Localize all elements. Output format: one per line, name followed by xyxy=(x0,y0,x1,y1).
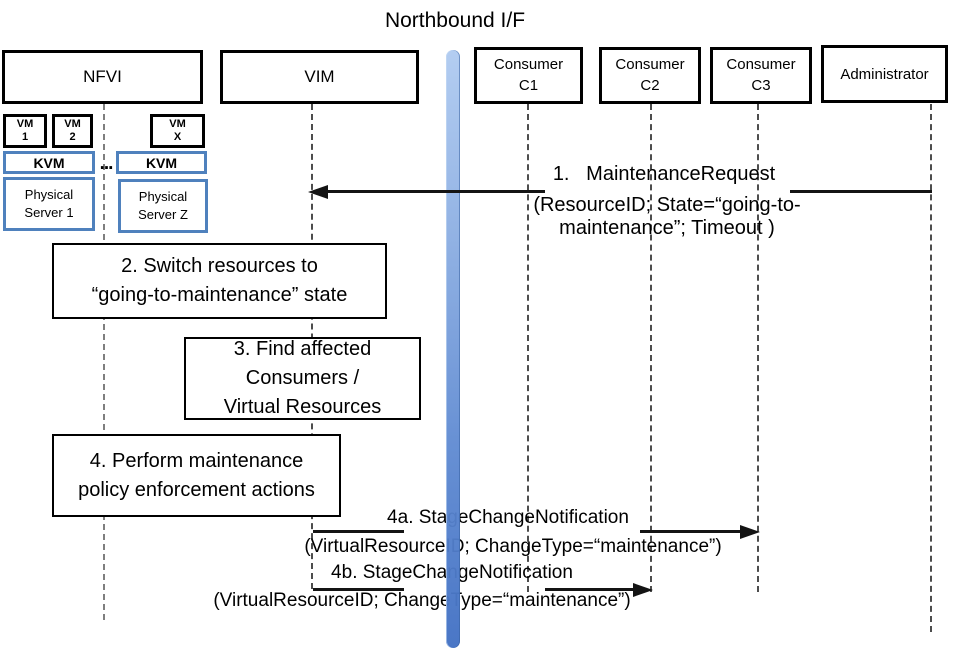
actor-consumer-c3: Consumer C3 xyxy=(710,47,812,104)
kvm-1-label: KVM xyxy=(33,154,65,171)
message-1-label: 1. MaintenanceRequest xyxy=(552,163,776,185)
actor-nfvi-label: NFVI xyxy=(83,67,122,86)
lifeline-administrator xyxy=(930,104,932,632)
step-3-find-affected-box: 3. Find affected Consumers / Virtual Res… xyxy=(184,337,421,420)
step-3-label: 3. Find affected Consumers / Virtual Res… xyxy=(223,338,382,418)
vm-x-box: VM X xyxy=(150,114,205,148)
physical-server-z-box: Physical Server Z xyxy=(118,179,208,233)
step-4-policy-enforcement-box: 4. Perform maintenance policy enforcemen… xyxy=(52,434,341,517)
actor-consumer-c2-label: Consumer C2 xyxy=(615,56,685,94)
message-4a-arrow-line xyxy=(640,530,745,533)
actor-consumer-c1: Consumer C1 xyxy=(474,47,583,104)
vm-2-box: VM 2 xyxy=(52,114,93,148)
actor-nfvi: NFVI xyxy=(2,50,203,104)
step-2-label: 2. Switch resources to “going-to-mainten… xyxy=(91,255,348,306)
message-4a-label: 4a. StageChangeNotification xyxy=(387,507,629,528)
physical-server-1-label: Physical Server 1 xyxy=(24,186,74,220)
vm-1-box: VM 1 xyxy=(3,114,47,148)
actor-vim: VIM xyxy=(220,50,419,104)
kvm-2-box: KVM xyxy=(116,151,207,174)
actor-consumer-c3-label: Consumer C3 xyxy=(726,56,796,94)
message-4b-params: (VirtualResourceID; ChangeType=“maintena… xyxy=(213,590,631,611)
message-1-arrow-line xyxy=(326,190,545,193)
kvm-1-box: KVM xyxy=(3,151,95,174)
actor-vim-label: VIM xyxy=(304,67,335,86)
vm-x-label: VM X xyxy=(169,117,186,143)
step-2-switch-resources-box: 2. Switch resources to “going-to-mainten… xyxy=(52,243,387,319)
lifeline-consumer-c1 xyxy=(527,104,529,592)
message-4a-arrow-line xyxy=(313,530,404,533)
message-4a-params: (VirtualResourceID; ChangeType=“maintena… xyxy=(304,536,722,557)
step-4-label: 4. Perform maintenance policy enforcemen… xyxy=(78,449,315,501)
lifeline-consumer-c3 xyxy=(757,104,759,592)
message-1-arrowhead-icon xyxy=(308,185,328,199)
message-1-params: (ResourceID; State=“going-to-maintenance… xyxy=(533,194,801,239)
physical-server-z-label: Physical Server Z xyxy=(138,188,188,222)
actor-consumer-c2: Consumer C2 xyxy=(599,47,701,104)
message-4a-arrowhead-icon xyxy=(740,525,760,539)
lifeline-nfvi xyxy=(103,104,105,620)
message-4b-arrow-line xyxy=(313,588,404,591)
actor-administrator: Administrator xyxy=(821,45,948,103)
kvm-2-label: KVM xyxy=(145,154,178,171)
message-1-arrow-line xyxy=(790,190,932,193)
northbound-interface-bar xyxy=(446,50,460,648)
message-4b-arrow-line xyxy=(545,588,638,591)
diagram-title: Northbound I/F xyxy=(384,9,526,32)
message-4b-arrowhead-icon xyxy=(633,583,653,597)
vm-1-label: VM 1 xyxy=(16,117,34,143)
actor-administrator-label: Administrator xyxy=(840,65,929,83)
actor-consumer-c1-label: Consumer C1 xyxy=(493,56,564,94)
vm-2-label: VM 2 xyxy=(64,117,81,143)
physical-server-1-box: Physical Server 1 xyxy=(3,177,95,231)
ellipsis-more-servers: ... xyxy=(99,153,114,174)
lifeline-consumer-c2 xyxy=(650,104,652,592)
